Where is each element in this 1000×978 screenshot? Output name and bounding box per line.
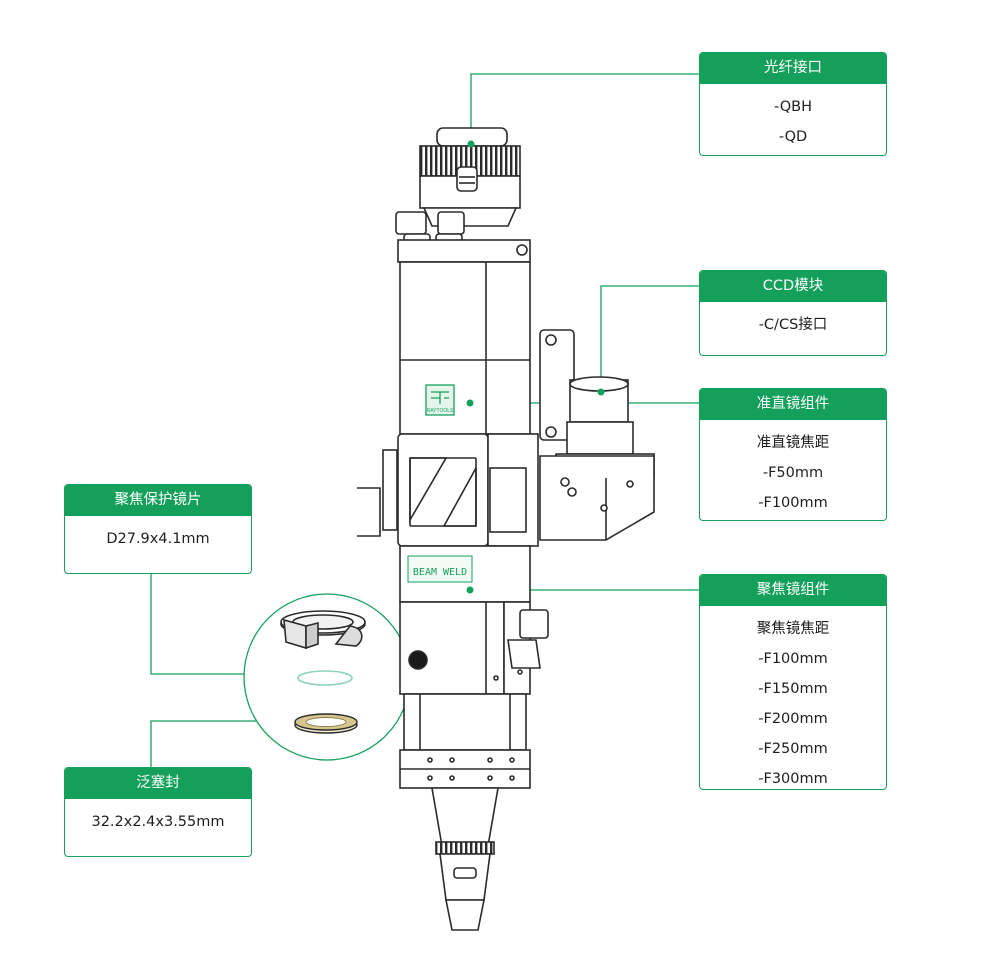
callout-fiber-title: 光纤接口	[700, 53, 886, 84]
seal-ring-icon	[294, 713, 358, 734]
fiber-connector-line	[470, 73, 699, 144]
callout-fiber-line: -QBH	[773, 99, 813, 115]
callout-seal-line: 32.2x2.4x3.55mm	[91, 814, 225, 830]
logo-plate	[425, 384, 455, 416]
nozzle-part	[431, 787, 499, 931]
callout-seal-title: 泛塞封	[65, 768, 251, 799]
ccd-connector-line	[600, 285, 699, 392]
callout-ccd-module: CCD模块 -C/CS接口	[699, 270, 887, 356]
protective-lens-icon	[297, 670, 353, 686]
callout-focus-assembly: 聚焦镜组件 聚焦镜焦距 -F100mm -F150mm -F200mm -F25…	[699, 574, 887, 790]
callout-fiber-interface: 光纤接口 -QBH -QD	[699, 52, 887, 156]
connector-dots	[466, 140, 605, 594]
lens-holder-icon	[280, 610, 366, 650]
callout-focus-line: -F150mm	[758, 681, 828, 697]
callout-collimator-line: -F50mm	[762, 465, 824, 481]
callout-focus-title: 聚焦镜组件	[700, 575, 886, 606]
collimator-body-part	[397, 239, 531, 435]
callout-collimator-line: 准直镜焦距	[756, 435, 830, 451]
optics-zoom-view	[243, 593, 411, 761]
callout-focus-line: 聚焦镜焦距	[756, 621, 830, 637]
ccd-module-part	[539, 329, 655, 541]
callout-focus-line: -F250mm	[758, 741, 828, 757]
callout-collimator-title: 准直镜组件	[700, 389, 886, 420]
callout-focus-line: -F300mm	[758, 771, 828, 787]
logo-caption: RAYTOOLS	[427, 408, 454, 414]
callout-protect-line: D27.9x4.1mm	[106, 531, 210, 547]
callout-seal: 泛塞封 32.2x2.4x3.55mm	[64, 767, 252, 857]
callout-ccd-title: CCD模块	[700, 271, 886, 302]
callout-focus-line: -F100mm	[758, 651, 828, 667]
welding-head-body: RAYTOOLS	[357, 127, 655, 931]
callout-collimator-line: -F100mm	[758, 495, 828, 511]
callout-collimator-assembly: 准直镜组件 准直镜焦距 -F50mm -F100mm	[699, 388, 887, 521]
callout-protective-lens: 聚焦保护镜片 D27.9x4.1mm	[64, 484, 252, 574]
focusing-section-part	[399, 545, 549, 695]
callout-protect-title: 聚焦保护镜片	[65, 485, 251, 516]
callout-fiber-line: -QD	[778, 129, 808, 145]
callout-ccd-line: -C/CS接口	[758, 317, 828, 333]
lower-body-part	[399, 693, 531, 789]
body-label-text: BEAM WELD	[413, 567, 467, 578]
callout-focus-line: -F200mm	[758, 711, 828, 727]
beam-splitter-block	[357, 433, 539, 547]
